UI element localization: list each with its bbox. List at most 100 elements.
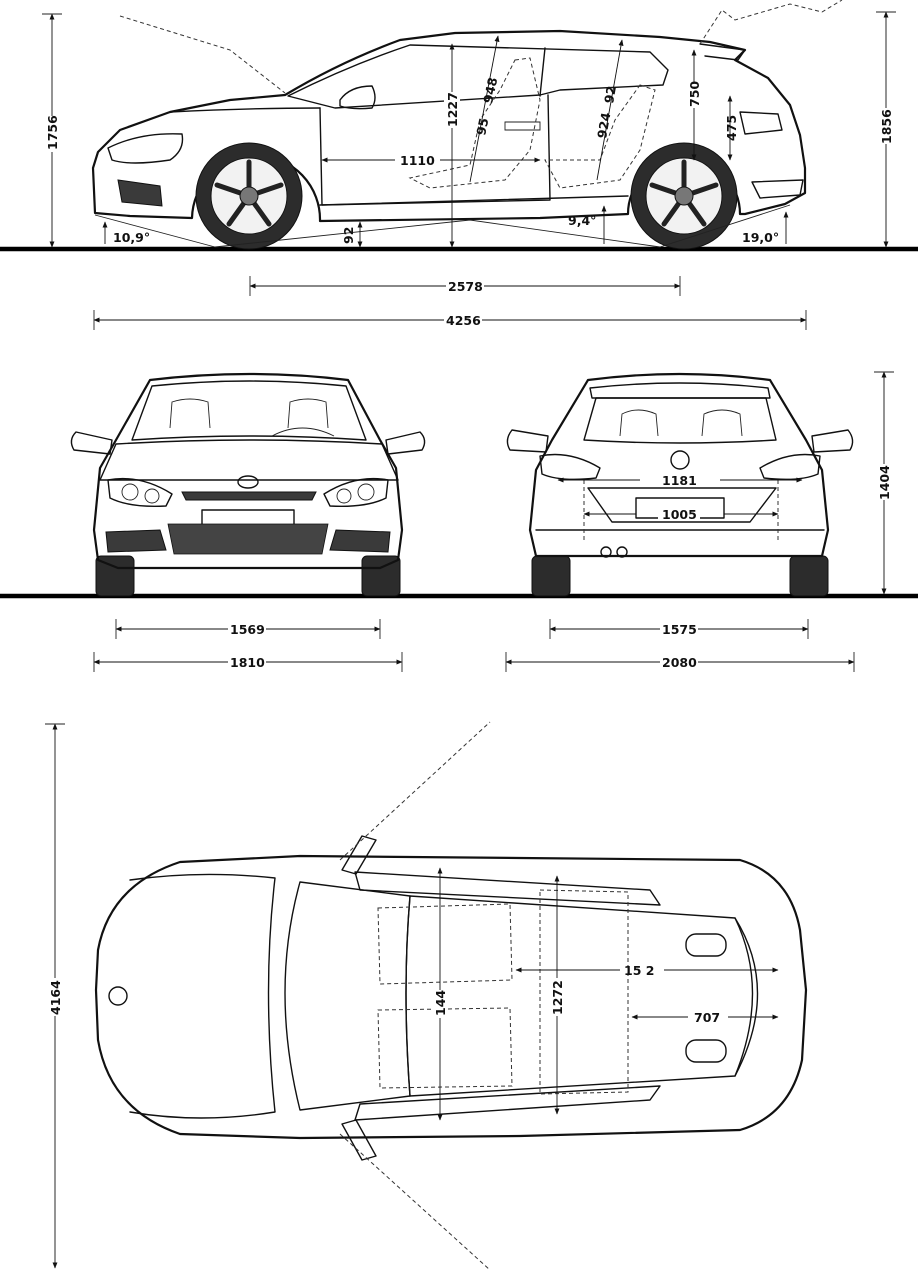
rear-window [583, 397, 777, 444]
side-window-b-pillar [539, 47, 546, 97]
height-overall-label: 1856 [879, 109, 894, 144]
side-belt-line [169, 107, 321, 113]
front-headlight-left [107, 477, 173, 508]
side-door-line [319, 94, 551, 206]
front-windshield [131, 380, 367, 441]
side-door-swing-rear [699, 0, 843, 45]
side-sill-line [319, 195, 629, 206]
rear-tail-light-right [759, 453, 821, 481]
side-door-swing-front [119, 15, 286, 94]
top-left-side-glass [354, 871, 661, 906]
side-front-intake [117, 179, 163, 207]
top-view: 4164 144 1272 15 2 707 [45, 721, 808, 1271]
front-upper-grille [181, 491, 317, 501]
exhaust-right [616, 546, 628, 558]
side-front-seat [408, 57, 541, 189]
width-label: 1810 [230, 655, 265, 670]
rear-headroom-label: 924 [594, 111, 613, 140]
top-rear-window [734, 917, 754, 1077]
rear-spoiler [589, 382, 771, 399]
front-body-outline [92, 372, 404, 570]
vw-logo-icon [237, 475, 259, 489]
boot-opening-width-label: 1005 [662, 507, 697, 522]
boot-height-label: 750 [687, 81, 702, 107]
top-rear-headrest-left [685, 933, 727, 957]
side-rear-bumper [751, 179, 804, 199]
side-mirror-icon [506, 429, 549, 453]
top-door-swing-left [339, 721, 491, 861]
exhaust-left [600, 546, 612, 558]
interior-height-label: 1227 [445, 92, 460, 127]
top-door-swing-right [339, 1133, 491, 1271]
departure-angle-line [659, 204, 791, 248]
front-left-tire [95, 555, 135, 597]
side-door-handle [504, 121, 541, 131]
boot-length-label: 707 [694, 1010, 720, 1025]
side-mirror-icon [385, 431, 426, 455]
top-rear-bench [539, 889, 629, 1095]
side-mirror-icon [341, 835, 377, 875]
ramp-angle-label: 9,4° [568, 213, 596, 228]
side-rear-seat [544, 84, 656, 189]
departure-angle-label: 19,0° [742, 230, 779, 245]
top-right-side-glass [354, 1085, 661, 1121]
approach-angle-line [94, 214, 216, 248]
side-mirror-icon [339, 85, 376, 110]
side-window-outline [287, 44, 669, 109]
height-label: 1404 [877, 465, 892, 500]
front-steering-wheel [271, 427, 335, 437]
sill-height-label: 475 [724, 115, 739, 141]
door-length-label: 1110 [400, 153, 435, 168]
rear-width-upper-label: 1181 [662, 473, 697, 488]
top-rear-headrest-right [685, 1039, 727, 1063]
side-mirror-icon [70, 431, 113, 455]
front-headroom-label: 948 [480, 76, 500, 105]
rear-boot-opening [583, 480, 779, 540]
top-windshield [284, 881, 411, 1111]
rear-boot-lid [587, 487, 777, 523]
interior-width-rear-label: 1272 [550, 980, 565, 1015]
side-mirror-icon [341, 1119, 377, 1161]
height-front-label: 1756 [45, 115, 60, 150]
track-front-label: 1569 [230, 622, 265, 637]
front-lower-grille [167, 523, 329, 555]
rear-left-tire [531, 555, 571, 597]
side-mirror-icon [811, 429, 854, 453]
wheelbase-label: 2578 [448, 279, 483, 294]
alloy-wheel-icon [630, 142, 738, 250]
front-right-tire [361, 555, 401, 597]
vw-logo-icon [670, 450, 690, 470]
top-roof [405, 895, 759, 1097]
side-tail-light [739, 111, 783, 135]
front-fog-right [329, 529, 391, 553]
rear-right-tire [789, 555, 829, 597]
top-front-seat-right [377, 1007, 513, 1089]
ramp-angle-line [214, 219, 661, 248]
alloy-wheel-icon [195, 142, 303, 250]
front-headlight-right [323, 477, 389, 508]
rear-headrest-left [619, 409, 659, 437]
side-headlight [107, 133, 184, 164]
rear-body-outline [528, 372, 830, 558]
rear-tail-light-left [539, 453, 601, 481]
track-rear-label: 1575 [662, 622, 697, 637]
front-seat-offset-label: 95 [473, 116, 491, 136]
front-fog-left [105, 529, 167, 553]
front-seat-right [287, 398, 329, 429]
top-front-seat-left [377, 903, 513, 985]
top-hood-outline [129, 873, 276, 1119]
vw-logo-icon [108, 986, 128, 1006]
length-label: 4256 [446, 313, 481, 328]
length-top-label: 4164 [48, 980, 63, 1015]
side-view: 1756 1856 1227 948 95 924 92 750 475 111… [0, 0, 918, 330]
width-mirrors-label: 2080 [662, 655, 697, 670]
interior-length-label: 15 2 [624, 963, 654, 978]
approach-angle-label: 10,9° [113, 230, 150, 245]
top-body-outline [94, 854, 808, 1140]
front-seat-left [169, 398, 211, 429]
interior-width-front-label: 144 [433, 990, 448, 1016]
rear-view: 1181 1005 1404 1575 2080 [505, 371, 894, 672]
rear-seat-offset-label: 92 [601, 85, 619, 105]
front-view: 1569 1810 [0, 372, 918, 672]
